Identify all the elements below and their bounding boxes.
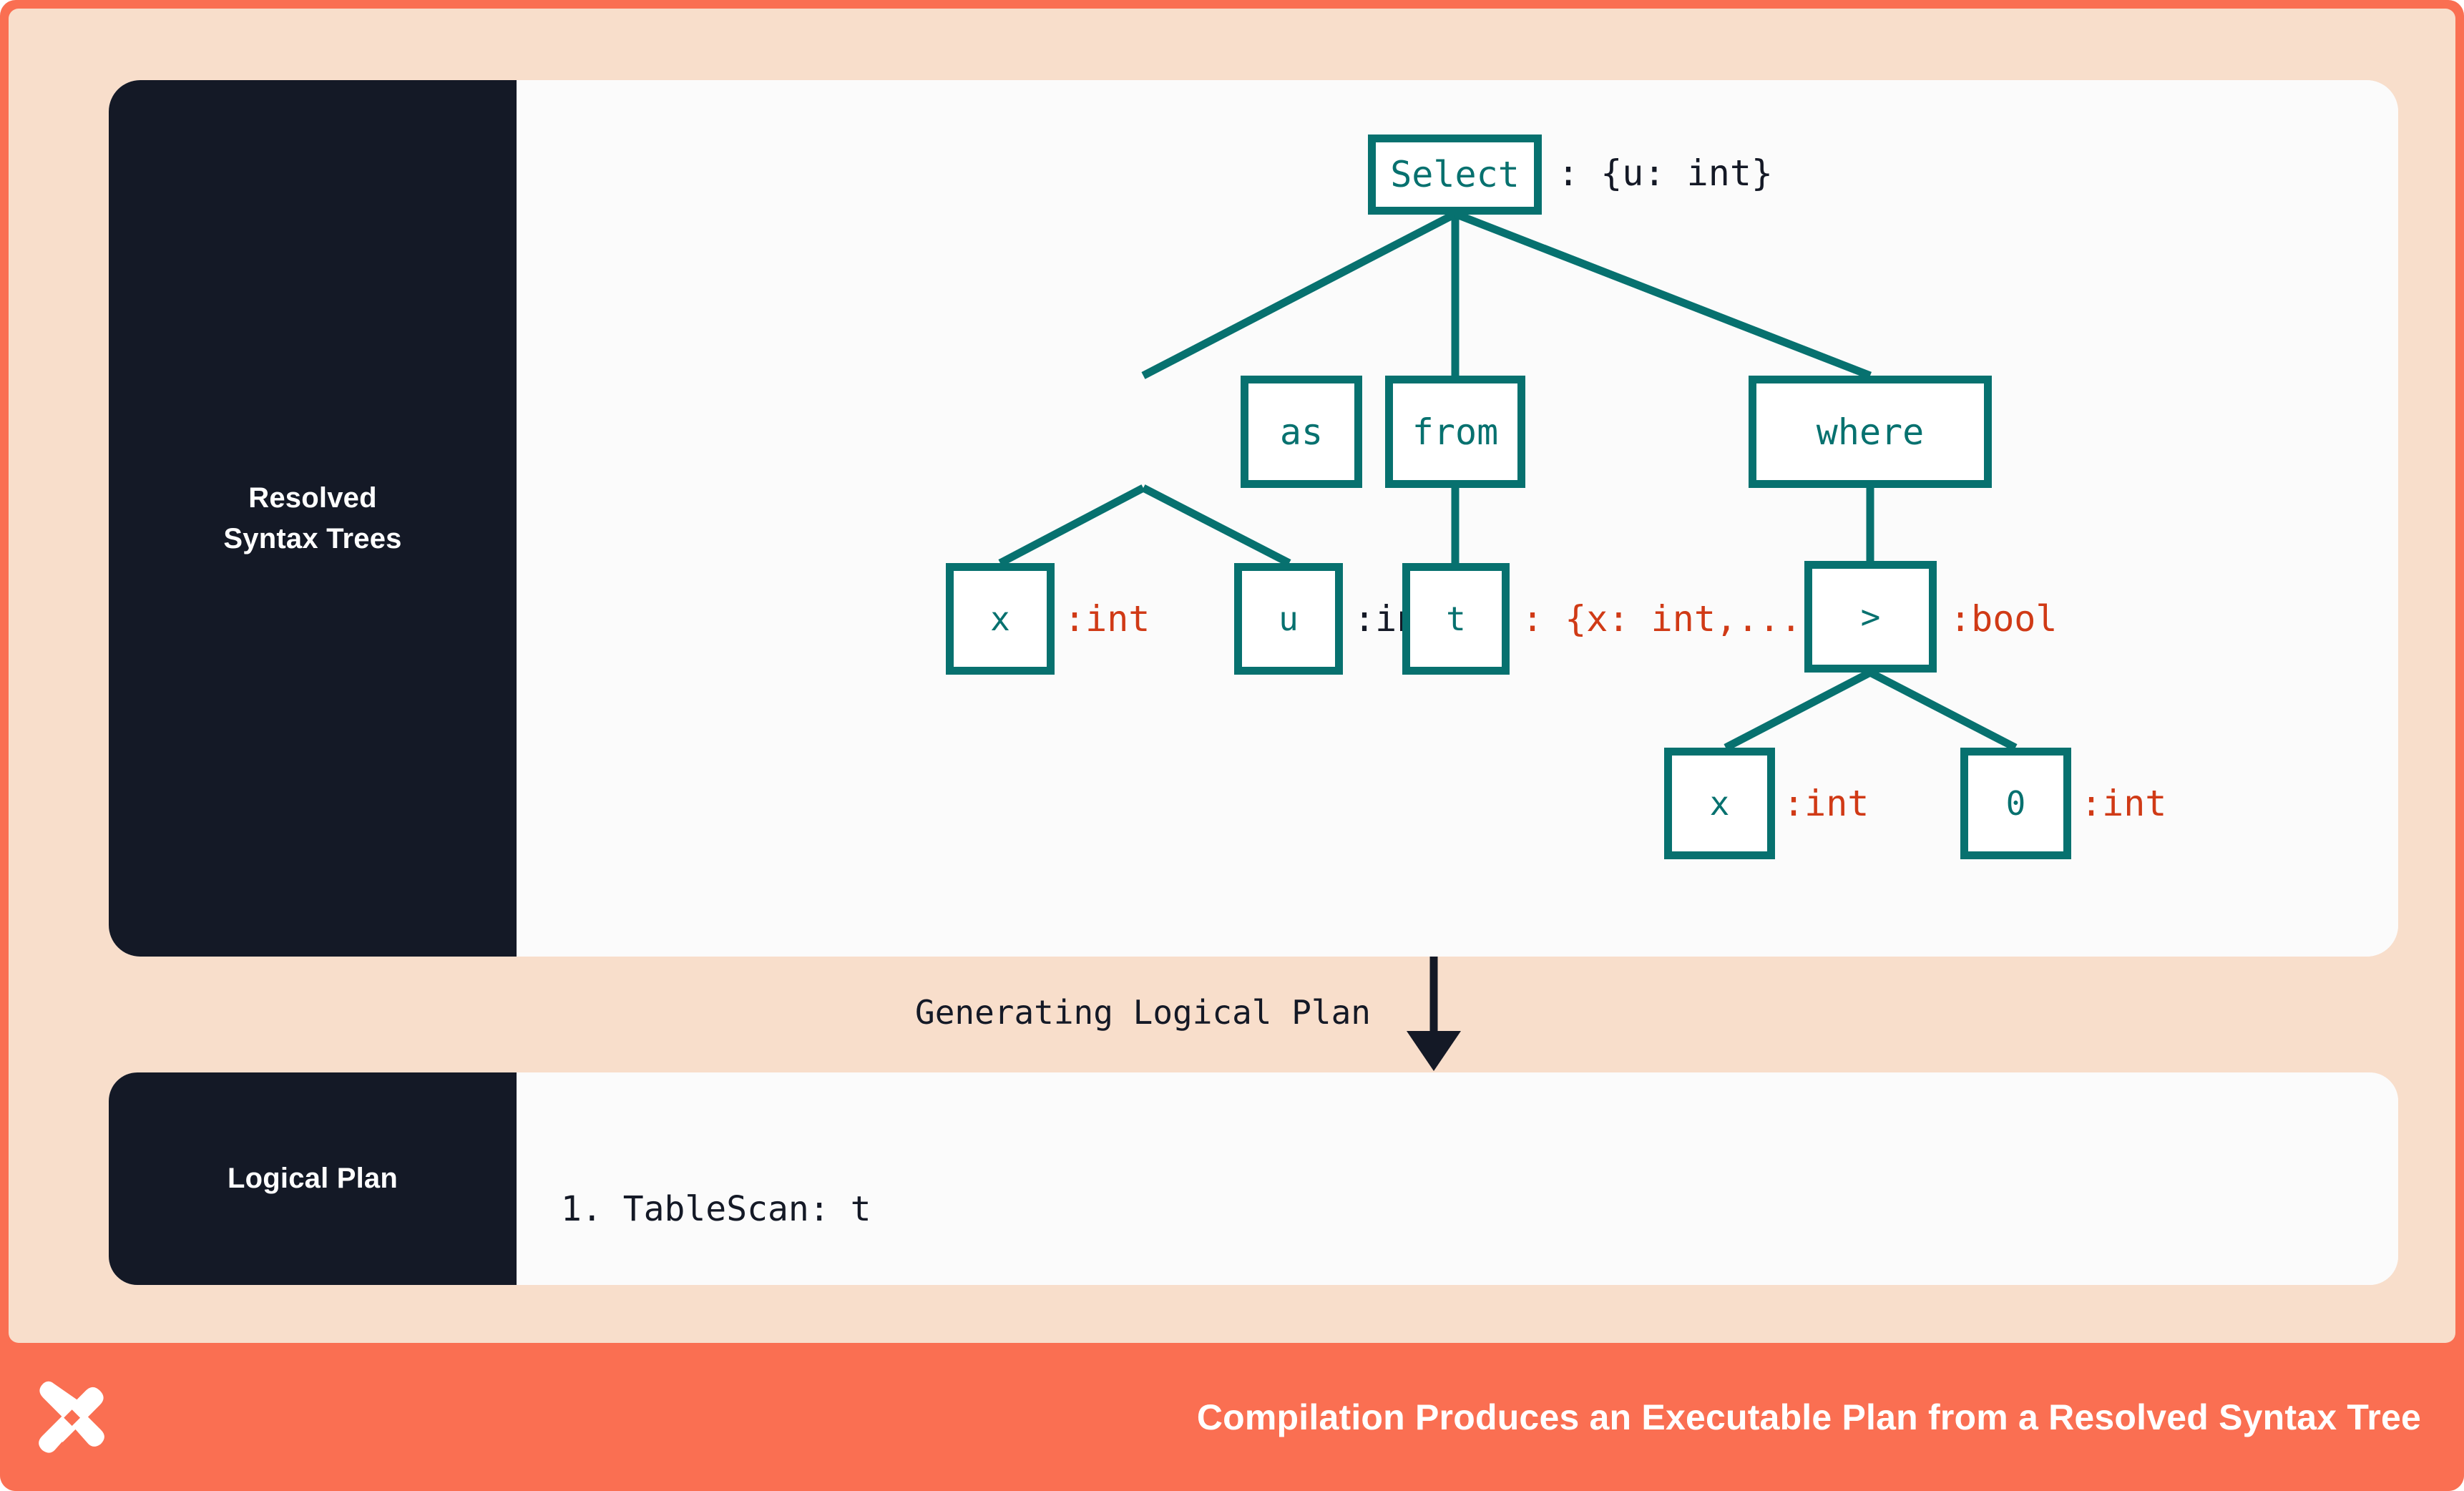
tree-node-gt-x-label: x: [1709, 784, 1730, 823]
tree-node-where-label: where: [1816, 411, 1925, 453]
tree-node-select-annotation: : {u: int}: [1558, 152, 1774, 194]
tree-node-gt-zero[interactable]: 0: [1960, 748, 2071, 859]
panel-label-line-2: Syntax Trees: [223, 522, 402, 554]
tree-node-select[interactable]: Select: [1368, 135, 1542, 215]
logical-plan-body: 1. TableScan: t 2. Filter: t.x > 0 3. Pr…: [517, 1072, 2398, 1285]
tree-node-as-label: as: [1279, 411, 1324, 453]
tree-node-from-t-annotation: : {x: int,...}: [1522, 598, 1824, 640]
tree-node-greater-than-label: >: [1860, 597, 1881, 636]
tree-node-greater-than-annotation: :bool: [1950, 598, 2058, 640]
tree-node-as-x[interactable]: x: [946, 563, 1055, 675]
tree-node-gt-x[interactable]: x: [1664, 748, 1775, 859]
tree-node-as-u[interactable]: u: [1234, 563, 1343, 675]
tree-node-as[interactable]: as: [1241, 376, 1362, 488]
panel-logical-plan-sidebar: Logical Plan: [109, 1072, 517, 1285]
tree-node-as-u-label: u: [1279, 600, 1299, 638]
tree-node-from[interactable]: from: [1385, 376, 1525, 488]
panel-resolved-syntax-trees-sidebar: Resolved Syntax Trees: [109, 80, 517, 957]
tree-node-gt-x-annotation: :int: [1783, 783, 1869, 824]
tree-node-as-x-annotation: :int: [1064, 598, 1150, 640]
tree-node-as-x-label: x: [990, 600, 1010, 638]
logical-plan-steps: 1. TableScan: t 2. Filter: t.x > 0 3. Pr…: [561, 1097, 1037, 1285]
tree-node-select-label: Select: [1390, 154, 1520, 195]
tree-node-where[interactable]: where: [1749, 376, 1992, 488]
generating-logical-plan-connector: Generating Logical Plan: [109, 957, 2398, 1072]
tree-edge-lines: [998, 210, 2018, 751]
footer-bar: Compilation Produces an Executable Plan …: [0, 1343, 2464, 1491]
logical-plan-step: 1. TableScan: t: [561, 1188, 871, 1229]
panel-resolved-syntax-trees: Resolved Syntax Trees: [109, 80, 2398, 957]
syntax-tree: Select : {u: int} as from where: [517, 80, 2398, 957]
tree-node-from-label: from: [1412, 411, 1499, 453]
tree-node-from-t-label: t: [1446, 600, 1466, 638]
tree-node-greater-than[interactable]: >: [1804, 561, 1937, 673]
tree-node-gt-zero-annotation: :int: [2081, 783, 2167, 824]
panel-logical-plan: Logical Plan 1. TableScan: t 2. Filter: …: [109, 1072, 2398, 1285]
syntax-tree-canvas: Select : {u: int} as from where: [517, 80, 2398, 957]
panel-logical-plan-label: Logical Plan: [227, 1163, 398, 1195]
panel-label-line-1: Resolved: [248, 481, 377, 514]
connector-label: Generating Logical Plan: [915, 993, 1371, 1032]
connector-arrow-icon: [1407, 957, 1461, 1071]
tree-node-from-t[interactable]: t: [1402, 563, 1510, 675]
x-butterfly-logo-icon: [39, 1381, 104, 1453]
tree-node-gt-zero-label: 0: [2005, 784, 2026, 823]
footer-title: Compilation Produces an Executable Plan …: [1196, 1397, 2421, 1437]
panel-resolved-syntax-trees-label: Resolved Syntax Trees: [223, 478, 401, 559]
slide-canvas: Resolved Syntax Trees: [9, 9, 2455, 1343]
